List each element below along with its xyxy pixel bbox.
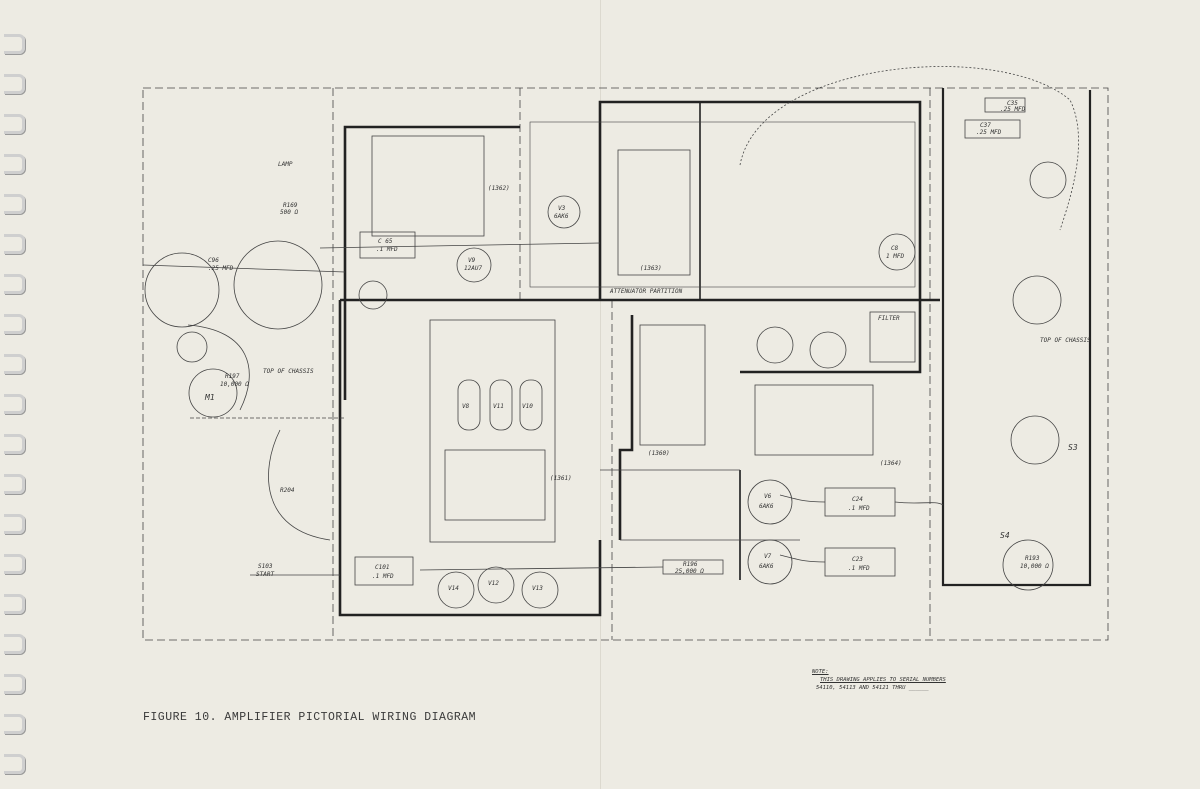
binding-ring xyxy=(4,714,25,734)
note-heading: NOTE: xyxy=(812,669,829,675)
switch-wafer xyxy=(233,240,323,330)
binding-ring xyxy=(4,314,25,334)
v9-type: 12AU7 xyxy=(464,265,482,272)
tb1360-label: (1360) xyxy=(648,450,670,457)
page-fold xyxy=(600,0,601,789)
capacitor-c65 xyxy=(359,231,416,259)
spiral-binding xyxy=(0,20,26,780)
v9-label: V9 xyxy=(468,257,476,264)
v8-label: V8 xyxy=(462,403,470,410)
binding-ring xyxy=(4,594,25,614)
tb1364-label: (1364) xyxy=(880,460,902,467)
note-line-1: THIS DRAWING APPLIES TO SERIAL NUMBERS xyxy=(820,677,946,683)
component-labels: R197 10,000 Ω M1 TOP OF CHASSIS C96 .25 … xyxy=(204,100,1091,592)
c24-label: C24 xyxy=(852,496,863,503)
amplifier-subchassis xyxy=(429,319,556,543)
c35-label: C35 xyxy=(1007,100,1018,107)
binding-ring xyxy=(4,514,25,534)
binding-ring xyxy=(4,194,25,214)
start-label: START xyxy=(256,571,274,578)
r196-label: R196 xyxy=(683,561,698,568)
top-of-chassis-right-label: TOP OF CHASSIS xyxy=(1040,337,1091,344)
r196-value: 25,000 Ω xyxy=(675,568,704,575)
s3-label: S3 xyxy=(1068,443,1078,452)
binding-ring xyxy=(4,754,25,774)
r193-label: R193 xyxy=(1025,555,1040,562)
v7-type: 6AK6 xyxy=(759,563,774,570)
v6-label: V6 xyxy=(764,493,772,500)
binding-ring xyxy=(4,34,25,54)
c23-label: C23 xyxy=(852,556,863,563)
r169-value: 500 Ω xyxy=(280,209,298,216)
c23-value: .1 MFD xyxy=(848,565,870,572)
binding-ring xyxy=(4,434,25,454)
c96-label: C96 xyxy=(208,257,219,264)
v11-label: V11 xyxy=(493,403,504,410)
lamp-label: LAMP xyxy=(278,161,293,168)
c24-value: .1 MFD xyxy=(848,505,870,512)
s4-label: S4 xyxy=(1000,531,1010,540)
c8-value: 1 MFD xyxy=(886,253,904,260)
binding-ring xyxy=(4,274,25,294)
v3-label: V3 xyxy=(558,205,566,212)
binding-ring xyxy=(4,554,25,574)
terminal-board xyxy=(444,449,546,521)
partition-label: ATTENUATOR PARTITION xyxy=(609,288,683,295)
terminal-board xyxy=(754,384,874,456)
v12-label: V12 xyxy=(488,580,499,587)
c101-value: .1 MFD xyxy=(372,573,394,580)
c8-label: C8 xyxy=(891,245,899,252)
top-of-chassis-label: TOP OF CHASSIS xyxy=(263,368,314,375)
binding-ring xyxy=(4,394,25,414)
capacitor-c101 xyxy=(354,556,414,586)
c37-value: .25 MFD xyxy=(976,129,1002,136)
v6-type: 6AK6 xyxy=(759,503,774,510)
binding-ring xyxy=(4,154,25,174)
s103-label: S103 xyxy=(258,563,273,570)
tb1362-label: (1362) xyxy=(488,185,510,192)
binding-ring xyxy=(4,354,25,374)
binding-ring xyxy=(4,234,25,254)
meter-m1 xyxy=(188,368,238,418)
binding-ring xyxy=(4,674,25,694)
c96-value: .25 MFD xyxy=(208,265,234,272)
terminal-board xyxy=(371,135,485,237)
r169-label: R169 xyxy=(283,202,298,209)
serial-note: NOTE: THIS DRAWING APPLIES TO SERIAL NUM… xyxy=(812,668,946,692)
tb1361-label: (1361) xyxy=(550,475,572,482)
terminal-board xyxy=(617,149,691,276)
tb1363-label: (1363) xyxy=(640,265,662,272)
filter-label: FILTER xyxy=(878,315,900,322)
v7-label: V7 xyxy=(764,553,772,560)
binding-ring xyxy=(4,114,25,134)
terminal-board xyxy=(639,324,706,446)
binding-ring xyxy=(4,474,25,494)
binding-ring xyxy=(4,634,25,654)
m1-label: M1 xyxy=(204,393,215,402)
v10-label: V10 xyxy=(522,403,533,410)
figure-caption: FIGURE 10. AMPLIFIER PICTORIAL WIRING DI… xyxy=(143,711,477,724)
binding-ring xyxy=(4,74,25,94)
chassis-outline xyxy=(142,87,1109,641)
r193-value: 10,000 Ω xyxy=(1020,563,1049,570)
v3-type: 6AK6 xyxy=(554,213,569,220)
note-line-2: 54110, 54113 AND 54121 THRU ______ xyxy=(816,685,929,691)
c65-label: C 65 xyxy=(378,238,393,245)
c37-label: C37 xyxy=(980,122,991,129)
v14-label: V14 xyxy=(448,585,459,592)
r197-label: R197 xyxy=(225,373,240,380)
v13-label: V13 xyxy=(532,585,543,592)
c35-value: .25 MFD xyxy=(1000,106,1026,113)
switch-wafer xyxy=(144,252,220,328)
c65-value: .1 MFD xyxy=(376,246,398,253)
c101-label: C101 xyxy=(375,564,389,571)
r204-label: R204 xyxy=(280,487,295,494)
r197-value: 10,000 Ω xyxy=(220,381,249,388)
